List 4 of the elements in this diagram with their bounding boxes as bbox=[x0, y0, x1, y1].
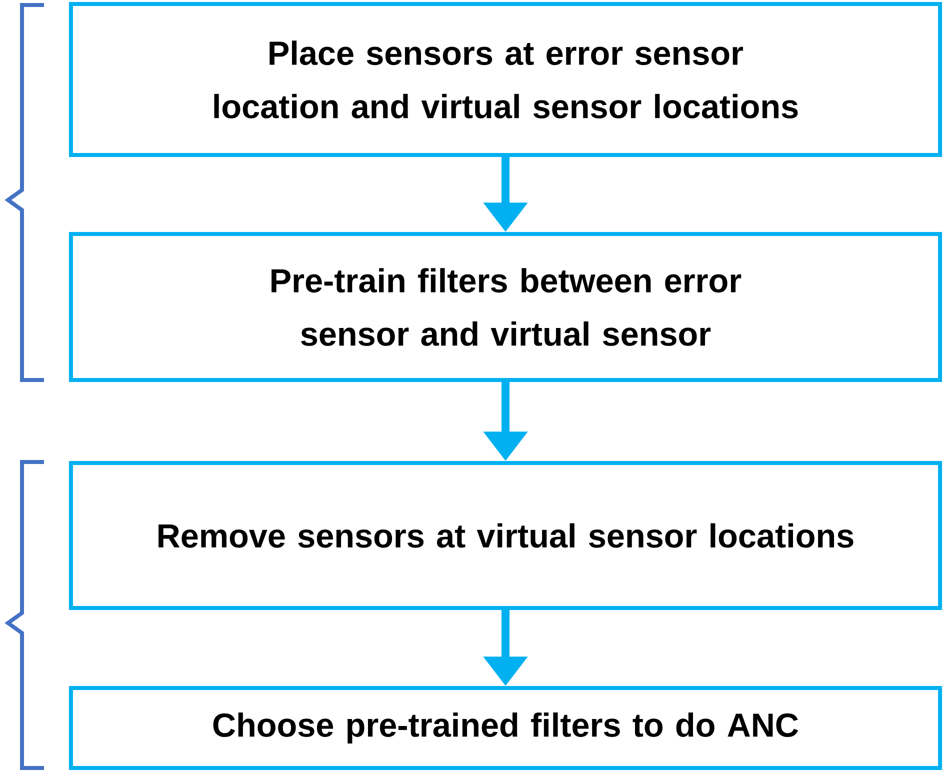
process-box: Pre-train filters between error sensor and virtual sensor bbox=[68, 232, 942, 382]
process-box: Choose pre-trained filters to do ANC bbox=[68, 686, 942, 770]
process-box: Remove sensors at virtual sensor locations bbox=[68, 460, 942, 610]
process-box: Place sensors at error sensor location and virtual sensor locations bbox=[68, 2, 942, 157]
